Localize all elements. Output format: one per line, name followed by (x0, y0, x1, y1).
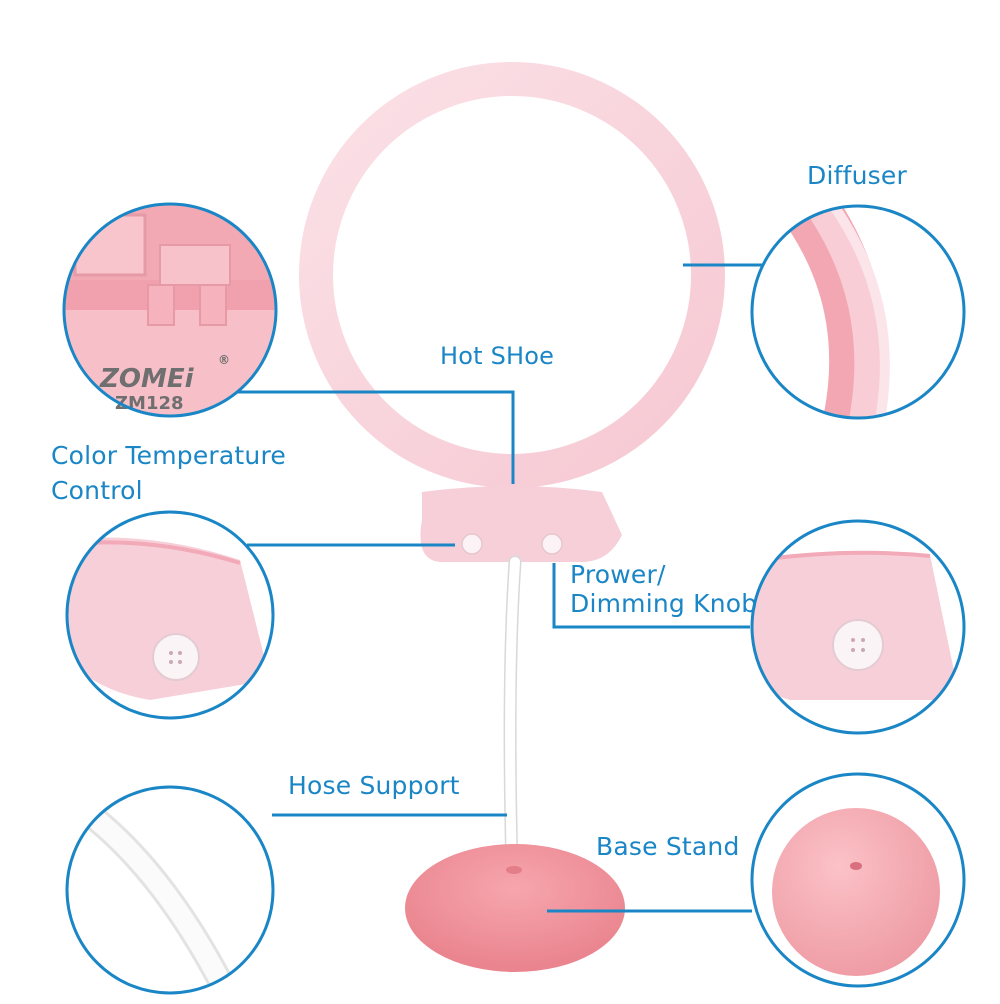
color-temperature-knob (461, 533, 483, 555)
label-power-line1: Prower/ (570, 560, 666, 589)
label-color-temperature-line1: Color Temperature (51, 441, 286, 470)
label-diffuser: Diffuser (807, 161, 907, 190)
detail-circle-color-temperature (67, 512, 273, 718)
hose-support (505, 557, 520, 875)
label-base-stand: Base Stand (596, 832, 740, 861)
detail-circle-base (752, 774, 964, 986)
detail-circle-diffuser (752, 206, 964, 418)
control-housing (420, 486, 622, 562)
base-stand (405, 844, 625, 972)
label-hot-shoe: Hot SHoe (440, 342, 555, 370)
label-color-temperature-line2: Control (51, 476, 143, 505)
ring-light (299, 62, 725, 562)
detail-circle-hose (67, 787, 273, 993)
registered-mark: ® (218, 353, 230, 367)
callout-lines (225, 263, 770, 913)
label-power-line2: Dimming Knob (570, 589, 758, 618)
label-hose-support: Hose Support (288, 771, 460, 800)
detail-circle-power-knob (752, 521, 964, 733)
power-dimming-knob (541, 533, 563, 555)
model-marking: ZM128 (115, 393, 184, 414)
brand-marking: ZOMEi (99, 364, 195, 394)
